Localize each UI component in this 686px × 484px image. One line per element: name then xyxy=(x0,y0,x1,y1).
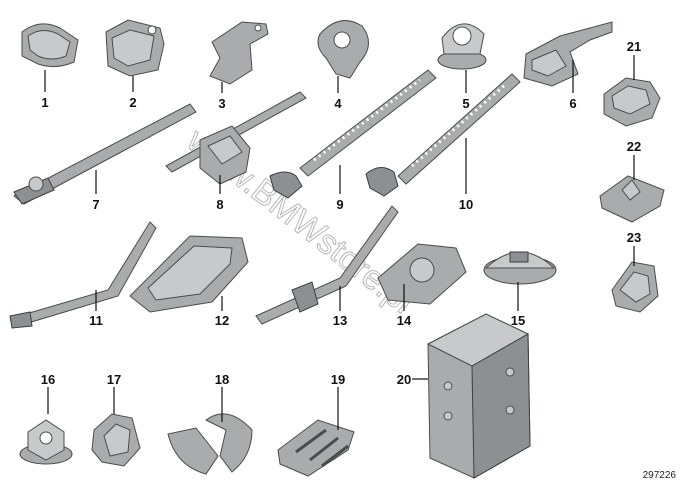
part-18-half-shells xyxy=(167,413,253,475)
part-label-9[interactable]: 9 xyxy=(336,197,343,212)
part-label-18[interactable]: 18 xyxy=(215,372,229,387)
part-label-1[interactable]: 1 xyxy=(41,95,48,110)
part-label-14[interactable]: 14 xyxy=(397,313,412,328)
part-label-20[interactable]: 20 xyxy=(397,372,411,387)
part-17-spring-clip xyxy=(91,413,141,467)
part-10-ladder-strap xyxy=(365,73,521,197)
part-2-bracket-clip xyxy=(105,19,165,77)
diagram-number: 297226 xyxy=(643,470,677,481)
part-12-base-pad xyxy=(129,235,249,313)
part-label-19[interactable]: 19 xyxy=(331,372,345,387)
part-22-retainer xyxy=(599,175,665,223)
part-label-12[interactable]: 12 xyxy=(215,313,229,328)
part-label-11[interactable]: 11 xyxy=(89,313,103,328)
part-6-double-clip xyxy=(523,21,613,87)
part-20-junction-block xyxy=(426,313,531,479)
part-label-16[interactable]: 16 xyxy=(41,372,55,387)
part-label-2[interactable]: 2 xyxy=(129,95,136,110)
leader-lines xyxy=(44,55,635,430)
part-19-comb-holder xyxy=(277,419,355,477)
part-5-ring-clip xyxy=(437,23,487,70)
part-label-15[interactable]: 15 xyxy=(511,313,525,328)
part-16-nut xyxy=(19,419,73,465)
part-11-long-tie xyxy=(9,221,157,329)
part-label-13[interactable]: 13 xyxy=(333,313,347,328)
part-4-clamp xyxy=(317,20,369,79)
part-13-tie-anchor xyxy=(255,205,399,325)
part-label-4[interactable]: 4 xyxy=(334,96,342,111)
part-3-holder xyxy=(209,21,269,85)
part-label-21[interactable]: 21 xyxy=(627,39,641,54)
part-label-22[interactable]: 22 xyxy=(627,139,641,154)
part-label-23[interactable]: 23 xyxy=(627,230,641,245)
part-label-10[interactable]: 10 xyxy=(459,197,473,212)
part-21-clip xyxy=(603,77,661,127)
part-7-cable-tie xyxy=(13,103,197,205)
part-label-6[interactable]: 6 xyxy=(569,96,576,111)
part-label-8[interactable]: 8 xyxy=(216,197,223,212)
part-1-clip xyxy=(21,23,79,68)
part-23-clip xyxy=(611,261,659,313)
part-9-ladder-strap xyxy=(269,69,437,199)
part-label-17[interactable]: 17 xyxy=(107,372,121,387)
part-14-mounting-plate xyxy=(377,243,467,305)
part-8-tie-clip xyxy=(165,91,307,185)
part-label-7[interactable]: 7 xyxy=(92,197,99,212)
part-15-rivet-cap xyxy=(483,251,557,285)
part-label-3[interactable]: 3 xyxy=(218,96,225,111)
part-label-5[interactable]: 5 xyxy=(462,96,469,111)
